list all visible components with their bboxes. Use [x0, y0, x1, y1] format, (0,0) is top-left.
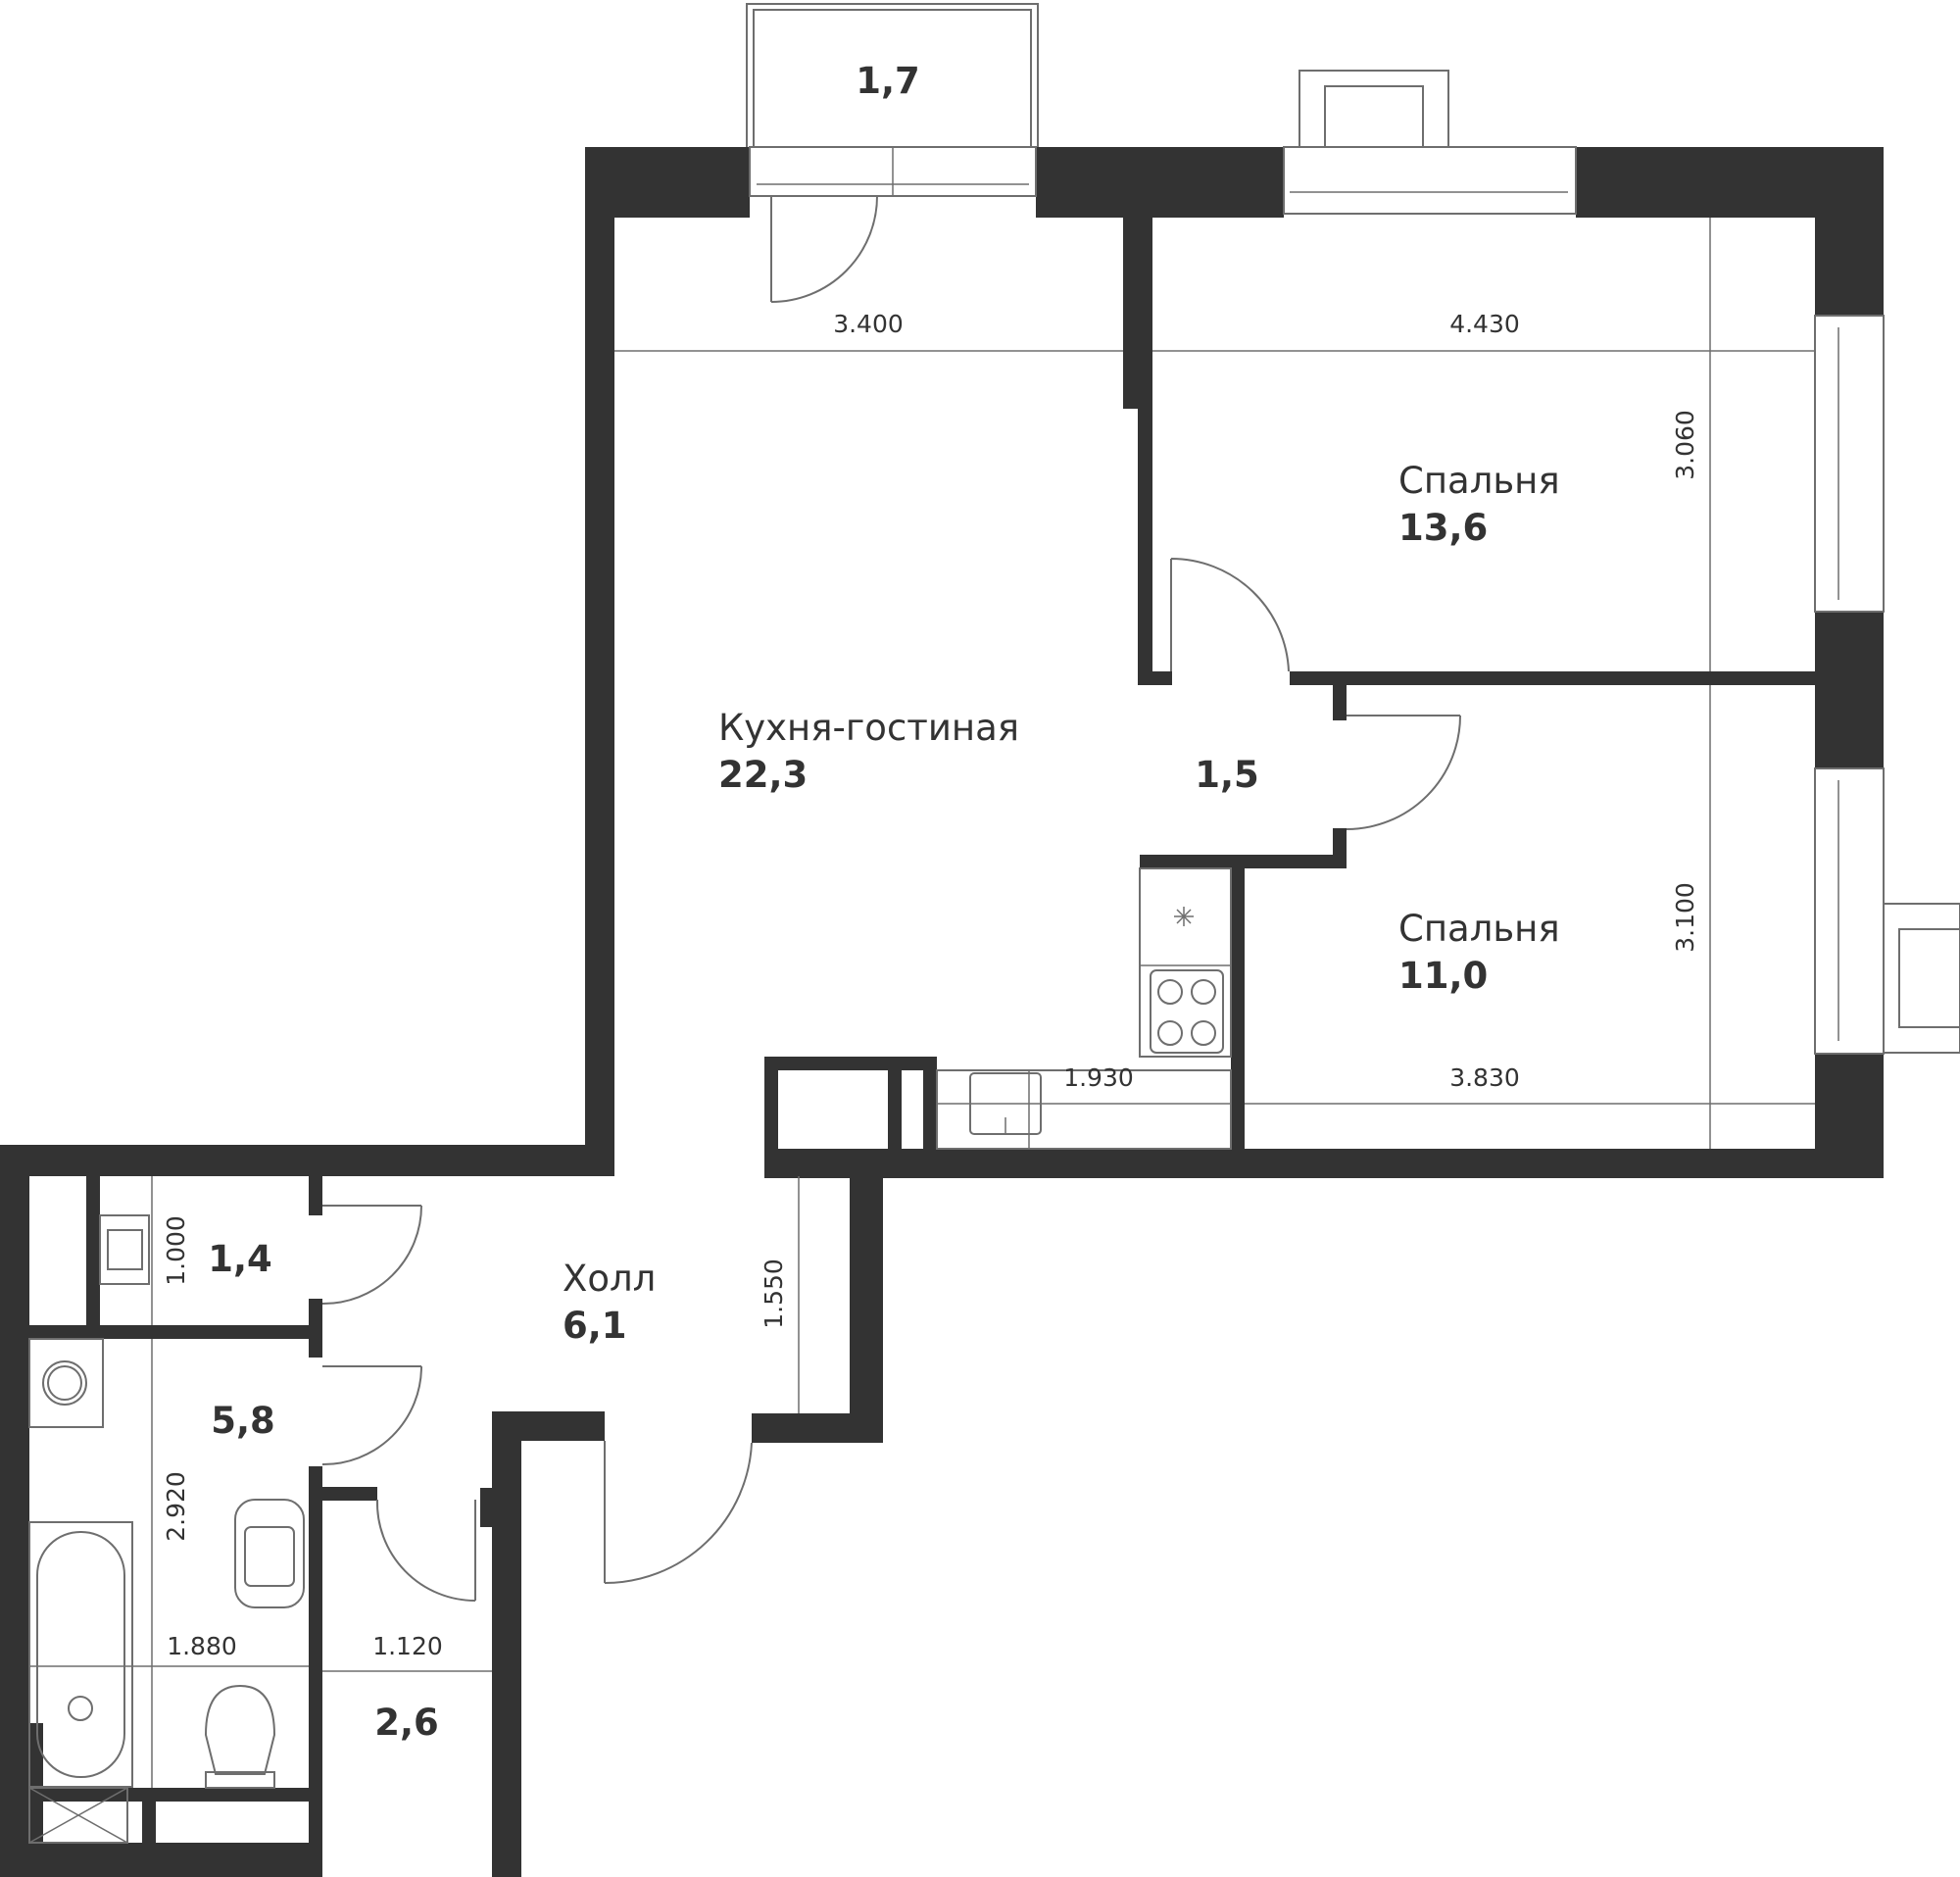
hall-name: Холл: [563, 1258, 656, 1300]
balcony-area: 1,7: [856, 60, 920, 102]
dim-storage-width: 1.120: [372, 1632, 443, 1660]
dim-bath-depth: 2.920: [162, 1471, 190, 1542]
storage-area: 2,6: [374, 1702, 439, 1744]
dim-bedroom2-depth: 3.100: [1671, 882, 1699, 953]
wc-area: 1,4: [208, 1238, 272, 1280]
kitchen-area: 22,3: [718, 754, 808, 796]
bedroom1-area: 13,6: [1398, 507, 1488, 549]
toilet-icon: [99, 1214, 150, 1285]
windows: [749, 70, 1960, 1055]
washing-machine-icon: [28, 1338, 104, 1428]
bathtub-icon: [28, 1521, 133, 1788]
dim-kitchen-width: 3.400: [833, 310, 904, 338]
kitchen-name: Кухня-гостиная: [718, 707, 1019, 749]
dim-bedroom1-width: 4.430: [1449, 310, 1520, 338]
bedroom2-name: Спальня: [1398, 908, 1560, 950]
dim-wc-width: 1.000: [162, 1215, 190, 1286]
balcony: [746, 3, 1039, 147]
doors: [321, 195, 1461, 1602]
hall-area: 6,1: [563, 1305, 627, 1347]
bathroom-area: 5,8: [211, 1400, 275, 1442]
dim-bedroom2-width: 3.830: [1449, 1063, 1520, 1092]
kitchen-fixtures: [936, 867, 1232, 1150]
sink-icon: [234, 1499, 305, 1608]
shower-icon: [28, 1787, 128, 1844]
toilet-icon: [204, 1684, 276, 1789]
dim-bath-width: 1.880: [167, 1632, 237, 1660]
dimension-lines: [614, 218, 1815, 1413]
dim-hall-width: 1.550: [760, 1259, 788, 1329]
bathroom-fixtures: [28, 1176, 492, 1844]
dim-bedroom1-depth: 3.060: [1671, 410, 1699, 480]
dim-kitchen-counter: 1.930: [1063, 1063, 1134, 1092]
corridor-area: 1,5: [1195, 754, 1259, 796]
walls: [0, 147, 1884, 1877]
bedroom1-name: Спальня: [1398, 460, 1560, 502]
bedroom2-area: 11,0: [1398, 955, 1488, 997]
fan-icon: [1174, 907, 1194, 926]
stove-icon: [1150, 969, 1224, 1054]
